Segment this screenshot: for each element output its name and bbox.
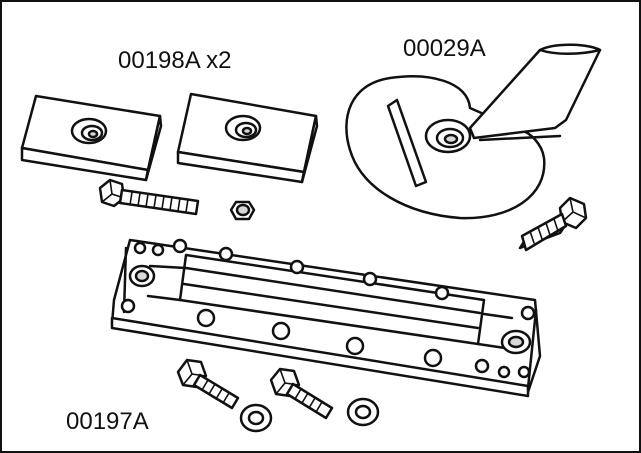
part-number-label: 00029A <box>403 35 486 62</box>
hex-bolt-icon <box>518 196 588 252</box>
block-anode-icon <box>20 94 163 182</box>
washer-icon <box>346 397 380 427</box>
hex-nut-icon <box>229 200 256 221</box>
part-number-label: 00197A <box>66 408 149 435</box>
hex-bolt-icon <box>269 367 334 420</box>
bar-anode-icon <box>110 238 542 398</box>
trim-tab-anode-icon <box>345 43 602 220</box>
hex-bolt-icon <box>176 358 240 410</box>
block-anode-icon <box>176 92 319 184</box>
part-number-label: 00198A x2 <box>118 47 232 74</box>
washer-icon <box>239 403 273 433</box>
hex-bolt-icon <box>98 178 200 216</box>
